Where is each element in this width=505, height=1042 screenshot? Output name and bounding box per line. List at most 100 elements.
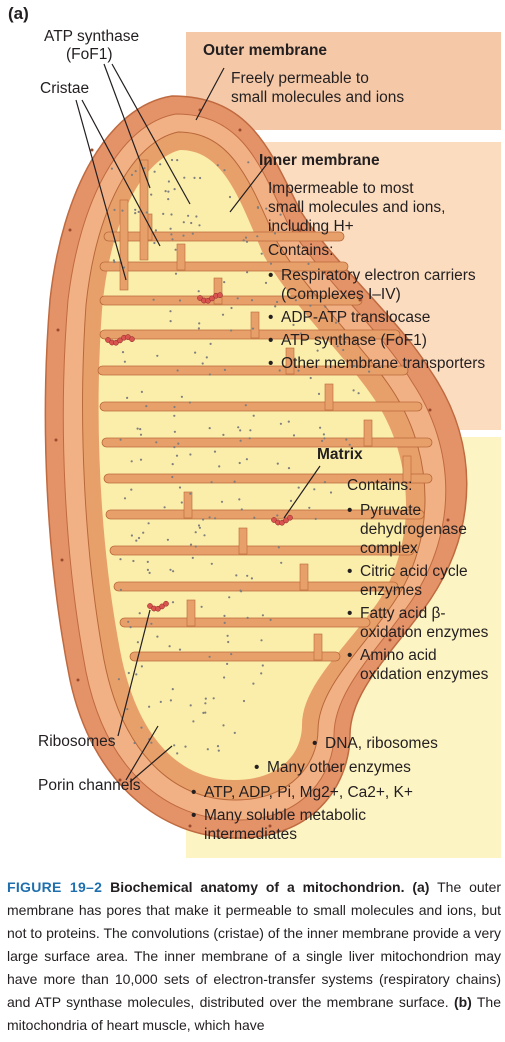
matrix-granule bbox=[222, 433, 225, 436]
matrix-granule bbox=[156, 354, 159, 357]
matrix-granule bbox=[280, 561, 283, 564]
matrix-granule bbox=[148, 705, 151, 708]
inner-membrane-item: ADP-ATP translocase bbox=[268, 308, 497, 327]
matrix-granule bbox=[189, 492, 192, 495]
caption-part-a: (a) bbox=[412, 879, 430, 895]
matrix-granule bbox=[213, 450, 217, 453]
crista-stalk bbox=[324, 383, 334, 411]
matrix-granule bbox=[191, 232, 194, 235]
matrix-granule bbox=[274, 305, 277, 308]
matrix-granule bbox=[205, 356, 208, 359]
matrix-granule bbox=[169, 568, 172, 571]
matrix-granule bbox=[169, 227, 172, 230]
matrix-granule bbox=[169, 699, 172, 702]
matrix-granule bbox=[198, 322, 201, 325]
matrix-granule bbox=[189, 543, 193, 546]
matrix-granule bbox=[182, 221, 185, 224]
caption-part-b: (b) bbox=[453, 994, 472, 1010]
matrix-granule bbox=[329, 491, 333, 494]
outer-membrane-leader bbox=[195, 67, 225, 121]
atp-synthase-callout: ATP synthase (FoF1) bbox=[44, 28, 139, 64]
ribosome bbox=[105, 337, 111, 343]
matrix-granule bbox=[214, 517, 217, 520]
matrix-granule bbox=[173, 744, 176, 747]
crista-stalk bbox=[139, 159, 149, 261]
matrix-granule bbox=[252, 682, 255, 685]
crista-fold bbox=[103, 473, 433, 484]
matrix-granule bbox=[194, 531, 197, 534]
cristae-label: Cristae bbox=[40, 80, 90, 97]
matrix-granule bbox=[173, 405, 176, 409]
matrix-granule bbox=[166, 538, 169, 541]
matrix-granule bbox=[238, 498, 241, 501]
matrix-granule bbox=[191, 556, 194, 560]
matrix-granule bbox=[187, 214, 190, 217]
matrix-granule bbox=[253, 516, 256, 519]
matrix-granule bbox=[136, 427, 139, 430]
matrix-granule bbox=[173, 414, 176, 417]
matrix-granule bbox=[250, 577, 253, 580]
matrix-granule bbox=[121, 209, 124, 212]
matrix-granule bbox=[127, 620, 130, 623]
matrix-granule bbox=[193, 176, 196, 179]
matrix-granule bbox=[226, 634, 229, 637]
crista-stalk bbox=[186, 599, 196, 627]
matrix-granule bbox=[176, 159, 179, 162]
matrix-granule bbox=[289, 499, 293, 502]
matrix-extra-item: ATP, ADP, Pi, Mg2+, Ca2+, K+ bbox=[191, 783, 497, 802]
matrix-granule bbox=[323, 481, 326, 484]
porin-pore bbox=[68, 228, 72, 232]
inner-membrane-contains: Contains: bbox=[268, 242, 334, 259]
matrix-granule bbox=[242, 239, 245, 242]
porin-channels-label: Porin channels bbox=[38, 777, 141, 794]
matrix-granule bbox=[177, 442, 180, 445]
matrix-granule bbox=[200, 605, 203, 608]
matrix-granule bbox=[208, 373, 211, 376]
ribosomes-leader bbox=[117, 609, 151, 737]
ribosome bbox=[129, 336, 135, 343]
matrix-granule bbox=[146, 568, 149, 572]
matrix-granule bbox=[123, 360, 126, 363]
matrix-granule bbox=[277, 546, 280, 549]
matrix-granule bbox=[199, 176, 202, 180]
matrix-granule bbox=[159, 700, 162, 704]
porin-pore bbox=[118, 778, 122, 782]
caption-label: FIGURE 19–2 bbox=[7, 879, 103, 895]
matrix-granule bbox=[287, 420, 290, 423]
matrix-granule bbox=[139, 428, 142, 431]
ribosome bbox=[159, 603, 165, 610]
matrix-granule bbox=[189, 453, 192, 456]
matrix-granule bbox=[129, 626, 132, 629]
matrix-granule bbox=[119, 588, 122, 591]
matrix-granule bbox=[171, 601, 175, 604]
outer-membrane-line: small molecules and ions bbox=[231, 89, 405, 106]
matrix-granule bbox=[239, 429, 242, 432]
matrix-granule bbox=[210, 481, 213, 484]
matrix-granule bbox=[248, 437, 251, 440]
matrix-granule bbox=[273, 232, 277, 235]
matrix-granule bbox=[246, 271, 249, 274]
matrix-granule bbox=[132, 559, 135, 563]
matrix-granule bbox=[223, 621, 226, 625]
matrix-granule bbox=[202, 711, 205, 715]
ribosome bbox=[217, 292, 223, 298]
matrix-granule bbox=[261, 614, 264, 617]
matrix-extra-item: Many other enzymes bbox=[254, 758, 494, 777]
matrix-granule bbox=[321, 439, 324, 442]
matrix-granule bbox=[174, 248, 177, 251]
matrix-granule bbox=[279, 422, 282, 425]
matrix-granule bbox=[171, 238, 174, 241]
matrix-granule bbox=[178, 486, 182, 489]
matrix-granule bbox=[194, 351, 197, 354]
matrix-granule bbox=[126, 396, 129, 399]
porin-pore bbox=[56, 328, 60, 332]
matrix-granule bbox=[239, 589, 242, 592]
inner-membrane-item: ATP synthase (FoF1) bbox=[268, 331, 497, 350]
matrix-granule bbox=[230, 329, 233, 332]
matrix-granule bbox=[256, 206, 259, 209]
matrix-granule bbox=[170, 158, 174, 162]
matrix-granule bbox=[172, 570, 175, 573]
matrix-granule bbox=[122, 266, 126, 269]
matrix-granule bbox=[317, 392, 321, 395]
matrix-granule bbox=[154, 229, 157, 232]
